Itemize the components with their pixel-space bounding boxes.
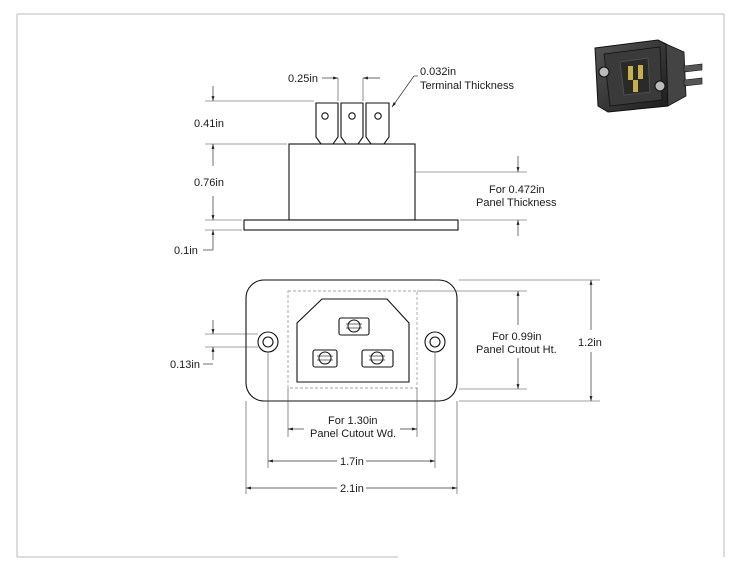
panel-thickness-line2: Panel Thickness (476, 197, 557, 209)
iec-inlet-3d-view-icon (594, 39, 703, 113)
terminal-thickness-label: Terminal Thickness (420, 80, 514, 92)
overall-width-label: 2.1in (340, 483, 364, 495)
mounting-flange (243, 219, 459, 231)
cutout-height-line2: Panel Cutout Ht. (476, 344, 557, 356)
inlet-opening (296, 298, 410, 383)
panel-cutout-outline (287, 290, 418, 389)
body-height-label: 0.76in (194, 177, 224, 189)
overall-height-label: 1.2in (578, 337, 602, 349)
terminal-left (315, 102, 339, 145)
pin-line (312, 349, 338, 368)
hole-offset-label: 0.13in (170, 359, 200, 371)
cutout-width-line2: Panel Cutout Wd. (310, 428, 396, 440)
side-view: 0.25in 0.032in Terminal Thickness 0.41in… (174, 66, 557, 257)
terminal-right (365, 102, 390, 145)
page-frame (16, 13, 725, 558)
cutout-height-line1: For 0.99in (492, 331, 542, 343)
cutout-width-line1: For 1.30in (328, 415, 378, 427)
terminal-height-label: 0.41in (194, 118, 224, 130)
terminal-middle (340, 102, 364, 145)
pin-earth (338, 317, 370, 336)
flange-thickness-label: 0.1in (174, 245, 198, 257)
hole-spacing-label: 1.7in (340, 456, 364, 468)
connector-body (288, 143, 416, 221)
terminal-spacing-label: 0.25in (288, 73, 318, 85)
panel-thickness-line1: For 0.472in (489, 184, 545, 196)
mounting-hole-right (424, 331, 446, 353)
mounting-hole-left (257, 331, 279, 353)
front-view: 0.13in For 0.99in Panel Cutout Ht. 1.2in… (170, 279, 602, 495)
terminal-thickness-value: 0.032in (420, 66, 456, 78)
pin-neutral (361, 349, 394, 368)
